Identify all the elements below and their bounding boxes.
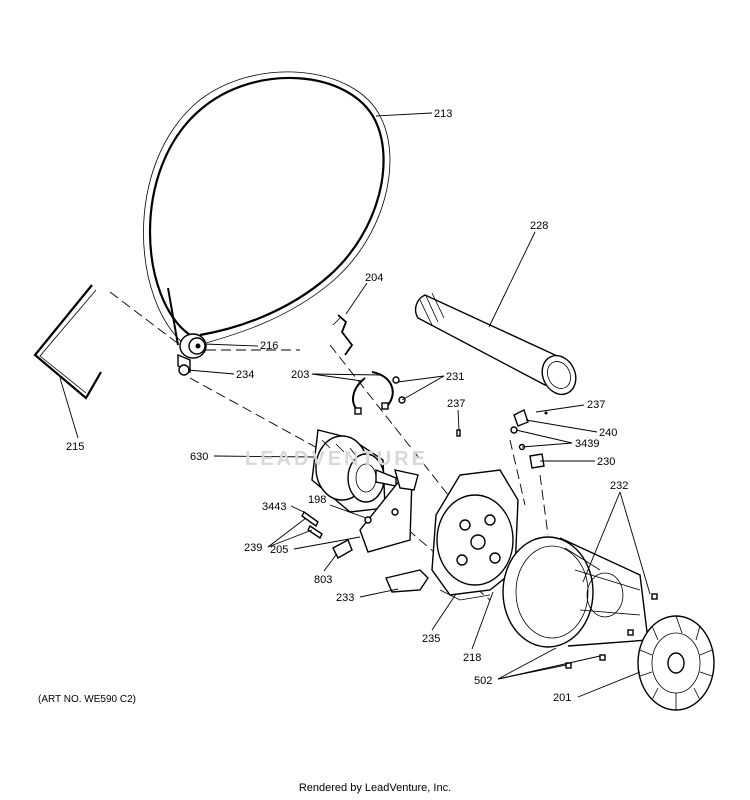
- callout-215: 215: [66, 441, 84, 453]
- callout-205: 205: [270, 544, 288, 556]
- callout-239: 239: [244, 542, 262, 554]
- drive-motor: [311, 429, 397, 513]
- callout-240: 240: [599, 427, 617, 439]
- callout-213: 213: [434, 108, 452, 120]
- callout-leaders: [59, 112, 651, 698]
- callout-237-right: 237: [587, 399, 605, 411]
- idler-pulley: [177, 333, 207, 376]
- callout-198: 198: [308, 494, 326, 506]
- switch-803: [332, 539, 353, 559]
- callout-231: 231: [446, 371, 464, 383]
- footer-credit: Rendered by LeadVenture, Inc.: [298, 782, 452, 794]
- screws-232-502: [565, 593, 658, 669]
- callout-201: 201: [553, 692, 571, 704]
- callout-235: 235: [422, 633, 440, 645]
- callout-3439: 3439: [575, 438, 599, 450]
- screw-237: [456, 429, 461, 437]
- art-number: (ART NO. WE590 C2): [38, 694, 136, 705]
- blower-duct: [502, 536, 649, 648]
- motor-clamps: [352, 371, 406, 415]
- callout-218: 218: [463, 652, 481, 664]
- idler-arm: [33, 284, 102, 400]
- callout-237-left: 237: [447, 398, 465, 410]
- callout-630: 630: [190, 451, 208, 463]
- callout-233: 233: [336, 592, 354, 604]
- blower-wheel: [637, 615, 715, 711]
- callout-502: 502: [474, 675, 492, 687]
- callout-228: 228: [530, 220, 548, 232]
- callout-230: 230: [597, 456, 615, 468]
- callout-203: 203: [291, 369, 309, 381]
- callout-803: 803: [314, 574, 332, 586]
- small-parts: [510, 409, 548, 469]
- motor-bracket: [359, 469, 419, 553]
- screws-239: [301, 510, 323, 540]
- callout-216: 216: [260, 340, 278, 352]
- callout-232: 232: [610, 480, 628, 492]
- watermark: LEADVENTURE: [245, 448, 429, 470]
- bracket-233: [385, 569, 429, 593]
- callout-234: 234: [236, 369, 254, 381]
- drive-belt: [143, 71, 391, 347]
- blower-housing: [431, 469, 519, 601]
- callout-204: 204: [365, 272, 383, 284]
- callout-labels: 213 228 204 216 234 203 231 237 237 215 …: [66, 108, 628, 704]
- spring-clip: [332, 314, 354, 356]
- lint-filter-tube: [414, 292, 577, 396]
- callout-3443: 3443: [262, 501, 286, 513]
